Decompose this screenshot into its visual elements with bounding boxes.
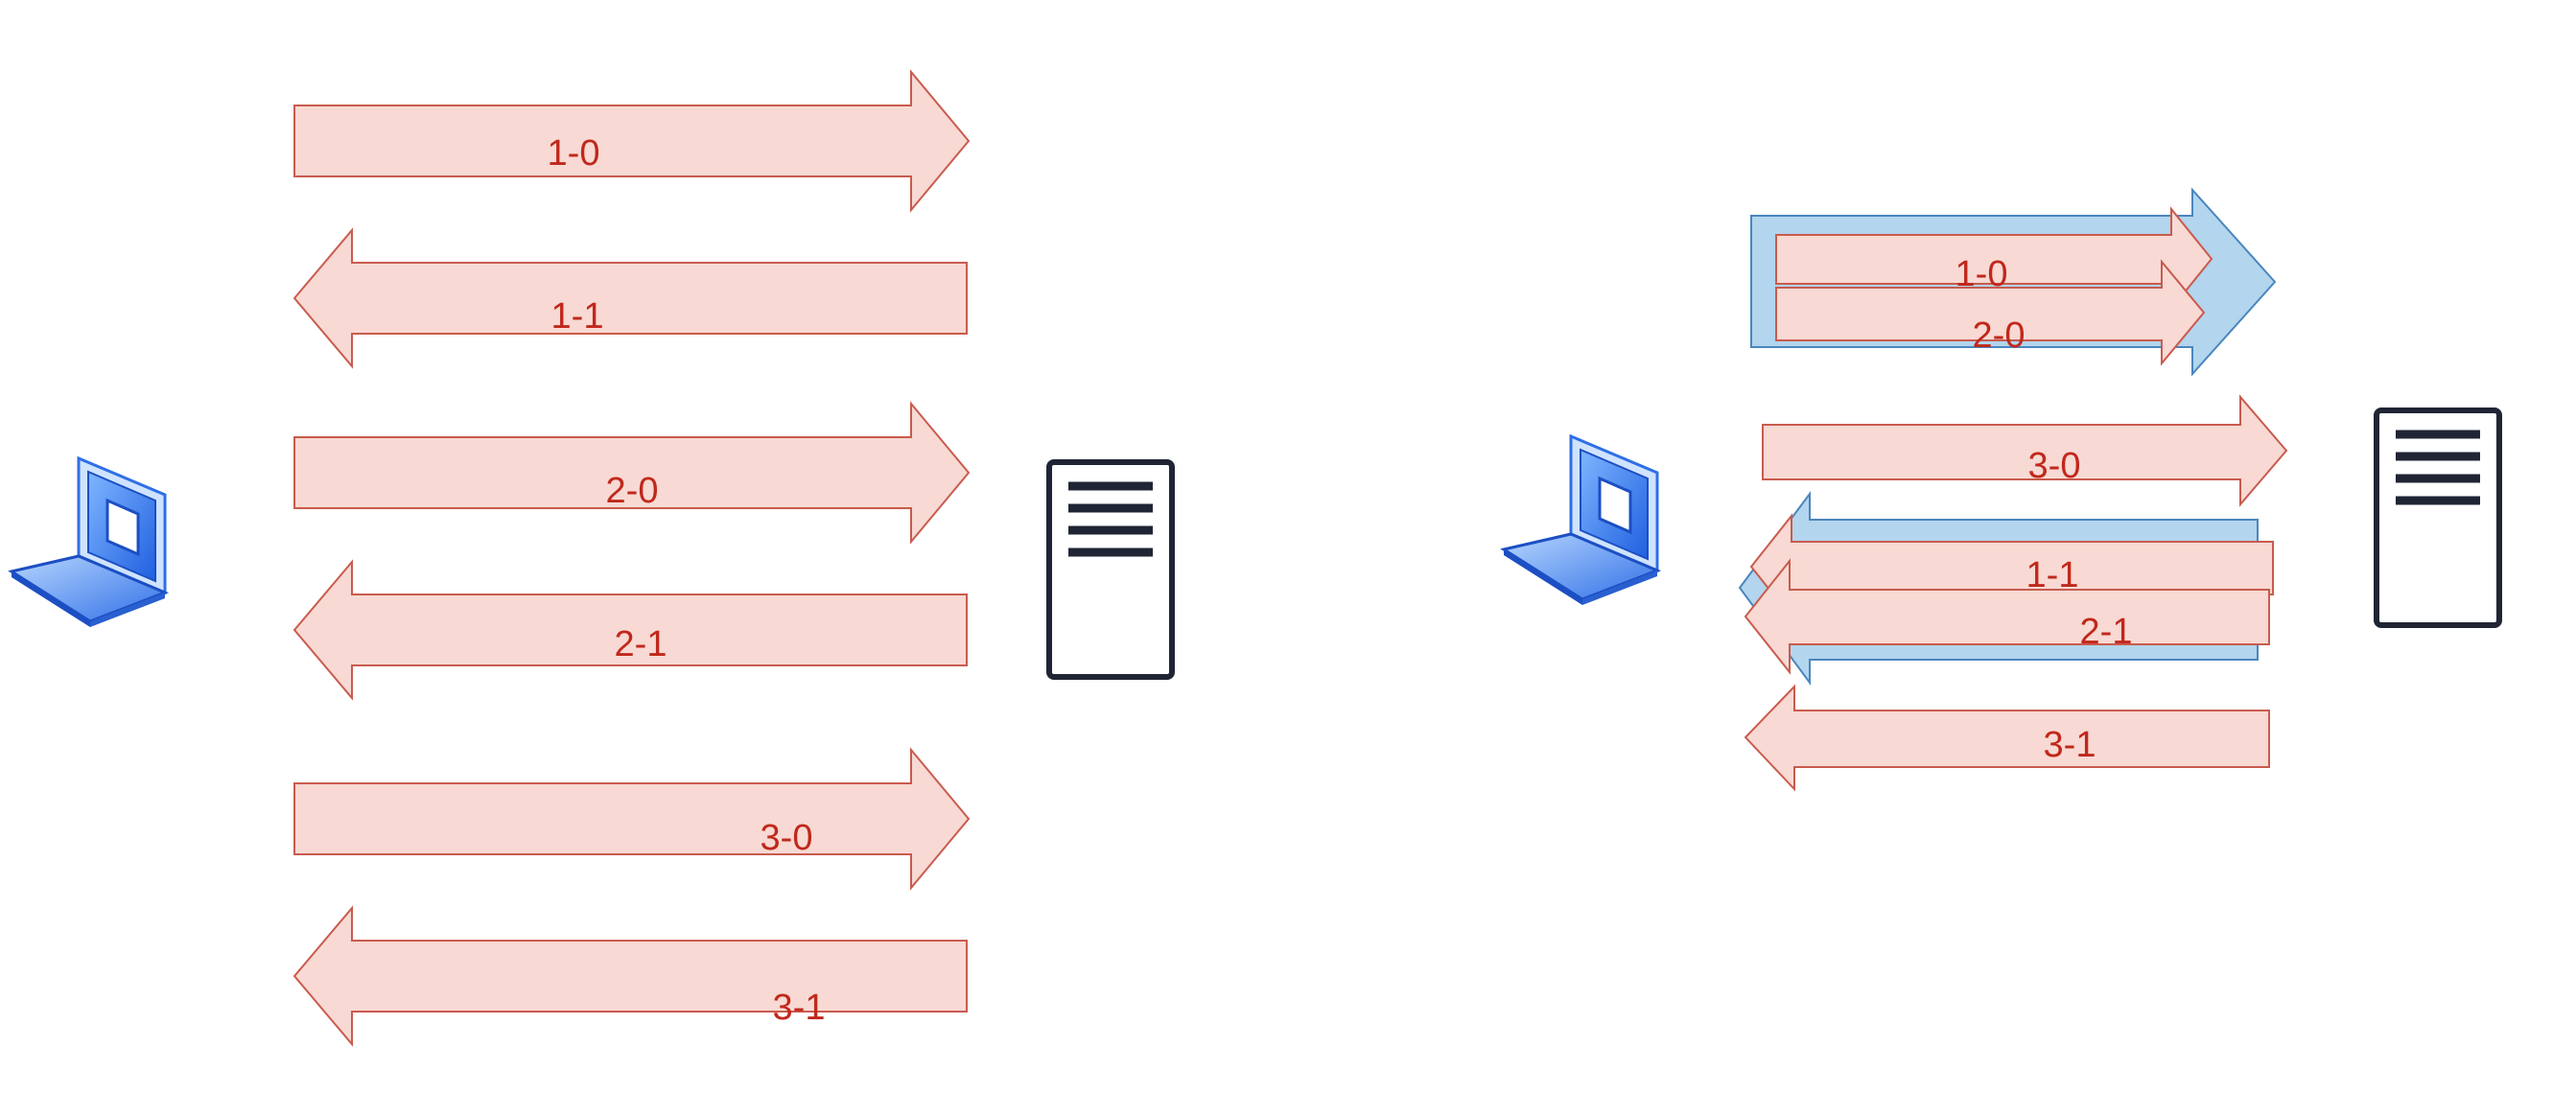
- left-diagram: 1-0 1-1 2-0 2-1 3-0 3-1: [8, 69, 1175, 1047]
- arrow-label: 1-0: [548, 133, 600, 174]
- right-diagram: 1-0 2-0 3-0 1-1 2-1 3-1: [1500, 187, 2502, 792]
- arrow-label: 3-1: [773, 988, 826, 1028]
- arrow-label: 2-1: [2080, 612, 2133, 652]
- laptop-icon: [1500, 433, 1662, 605]
- arrow-request-3-0: 3-0: [1762, 394, 2288, 507]
- arrow-response-2-1: 2-1: [293, 559, 968, 701]
- arrow-label: 3-0: [2028, 446, 2081, 486]
- arrow-request-2-0: 2-0: [1775, 259, 2206, 366]
- arrow-request-1-0: 1-0: [293, 69, 971, 213]
- arrow-label: 2-1: [615, 624, 667, 664]
- arrow-response-1-1: 1-1: [293, 227, 968, 369]
- server-icon: [2374, 408, 2502, 628]
- arrow-request-2-0: 2-0: [293, 401, 971, 545]
- arrow-label: 2-0: [606, 471, 659, 511]
- arrow-request-3-0: 3-0: [293, 747, 971, 891]
- arrow-label: 1-1: [551, 296, 604, 337]
- arrow-label: 2-0: [1973, 315, 2026, 356]
- arrow-response-3-1: 3-1: [1744, 684, 2270, 792]
- arrow-label: 3-0: [761, 818, 813, 858]
- laptop-icon: [8, 455, 170, 627]
- arrow-response-3-1: 3-1: [293, 905, 968, 1047]
- server-icon: [1046, 459, 1175, 680]
- arrow-response-2-1: 2-1: [1744, 558, 2270, 675]
- arrow-label: 3-1: [2044, 725, 2096, 765]
